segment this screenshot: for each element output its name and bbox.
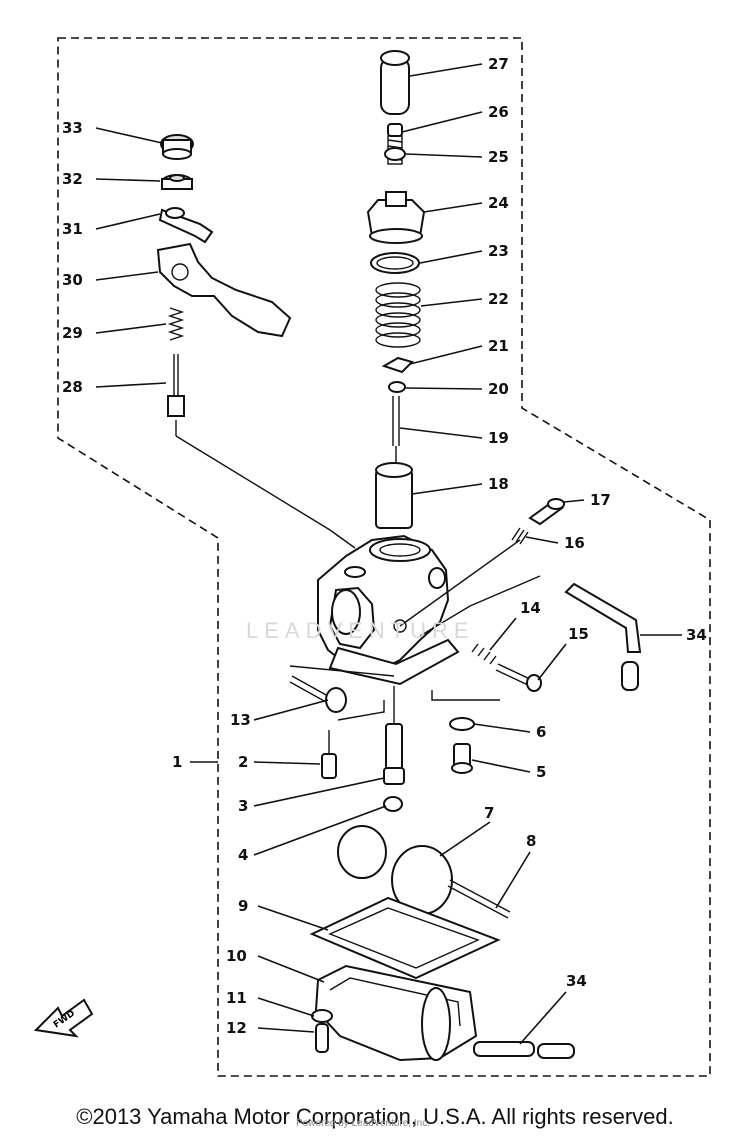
assembly-boundary bbox=[57, 37, 711, 1077]
label-18: 18 bbox=[488, 475, 509, 493]
label-4: 4 bbox=[238, 846, 248, 864]
label-22: 22 bbox=[488, 290, 509, 308]
carburetor-body bbox=[317, 534, 541, 686]
part-11-washer bbox=[311, 1009, 333, 1023]
part-31-washer bbox=[158, 207, 214, 244]
copyright-text: ©2013 Yamaha Motor Corporation, U.S.A. A… bbox=[76, 1104, 674, 1129]
label-3: 3 bbox=[238, 797, 248, 815]
watermark-small: Powered by LeadVenture, Inc. bbox=[296, 1118, 430, 1129]
part-32-nut bbox=[161, 174, 193, 190]
part-29-spring bbox=[167, 307, 185, 341]
carburetor-exploded-diagram: FWD 33 32 31 30 29 28 27 26 25 24 23 22 … bbox=[33, 37, 711, 1077]
part-27-cover bbox=[380, 50, 410, 115]
part-9-gasket bbox=[309, 896, 501, 980]
label-31: 31 bbox=[62, 220, 83, 238]
label-30: 30 bbox=[62, 271, 83, 289]
part-3-needle-jet bbox=[383, 723, 405, 785]
label-28: 28 bbox=[62, 378, 83, 396]
part-19-needle bbox=[392, 396, 400, 462]
watermark: LEADVENTURE bbox=[246, 618, 475, 643]
part-34-hose-upper bbox=[564, 582, 642, 691]
label-1: 1 bbox=[172, 753, 182, 771]
label-12: 12 bbox=[226, 1019, 247, 1037]
label-32: 32 bbox=[62, 170, 83, 188]
part-33-cap bbox=[160, 134, 194, 160]
part-13-bolt bbox=[289, 675, 347, 713]
label-9: 9 bbox=[238, 897, 248, 915]
part-14-spring bbox=[471, 643, 497, 665]
label-6: 6 bbox=[536, 723, 546, 741]
label-19: 19 bbox=[488, 429, 509, 447]
label-27: 27 bbox=[488, 55, 509, 73]
part-25-locknut bbox=[384, 147, 406, 161]
part-6-washer bbox=[449, 717, 475, 731]
label-24: 24 bbox=[488, 194, 509, 212]
part-15-pilot-screw bbox=[495, 663, 542, 692]
part-21-seat bbox=[381, 356, 414, 374]
part-4-main-jet bbox=[383, 796, 403, 812]
part-23-gasket bbox=[370, 252, 420, 274]
label-29: 29 bbox=[62, 324, 83, 342]
fwd-arrow-icon: FWD bbox=[33, 998, 94, 1038]
part-5-valve-seat bbox=[451, 743, 473, 774]
label-11: 11 bbox=[226, 989, 247, 1007]
part-8-pin bbox=[447, 879, 511, 919]
label-8: 8 bbox=[526, 832, 536, 850]
part-24-top-cap bbox=[366, 191, 426, 244]
part-20-clip bbox=[388, 381, 406, 393]
label-33: 33 bbox=[62, 119, 83, 137]
part-22-spring bbox=[375, 282, 421, 348]
label-26: 26 bbox=[488, 103, 509, 121]
part-17-screw bbox=[528, 498, 565, 526]
label-7: 7 bbox=[484, 804, 494, 822]
label-14: 14 bbox=[520, 599, 541, 617]
part-30-lever bbox=[156, 242, 292, 338]
part-12-screw bbox=[315, 1023, 329, 1053]
part-10-float-bowl bbox=[314, 964, 478, 1062]
label-21: 21 bbox=[488, 337, 509, 355]
label-5: 5 bbox=[536, 763, 546, 781]
label-10: 10 bbox=[226, 947, 247, 965]
part-28-shaft bbox=[167, 354, 185, 417]
label-16: 16 bbox=[564, 534, 585, 552]
part-2-pilot-jet bbox=[321, 730, 337, 779]
part-18-throttle-valve bbox=[375, 462, 413, 529]
part-34-hose-lower bbox=[473, 1041, 575, 1059]
label-15: 15 bbox=[568, 625, 589, 643]
label-17: 17 bbox=[590, 491, 611, 509]
label-23: 23 bbox=[488, 242, 509, 260]
label-34-upper: 34 bbox=[686, 626, 707, 644]
part-16-spring bbox=[511, 527, 529, 545]
label-20: 20 bbox=[488, 380, 509, 398]
label-2: 2 bbox=[238, 753, 248, 771]
label-13: 13 bbox=[230, 711, 251, 729]
label-34-lower: 34 bbox=[566, 972, 587, 990]
label-25: 25 bbox=[488, 148, 509, 166]
